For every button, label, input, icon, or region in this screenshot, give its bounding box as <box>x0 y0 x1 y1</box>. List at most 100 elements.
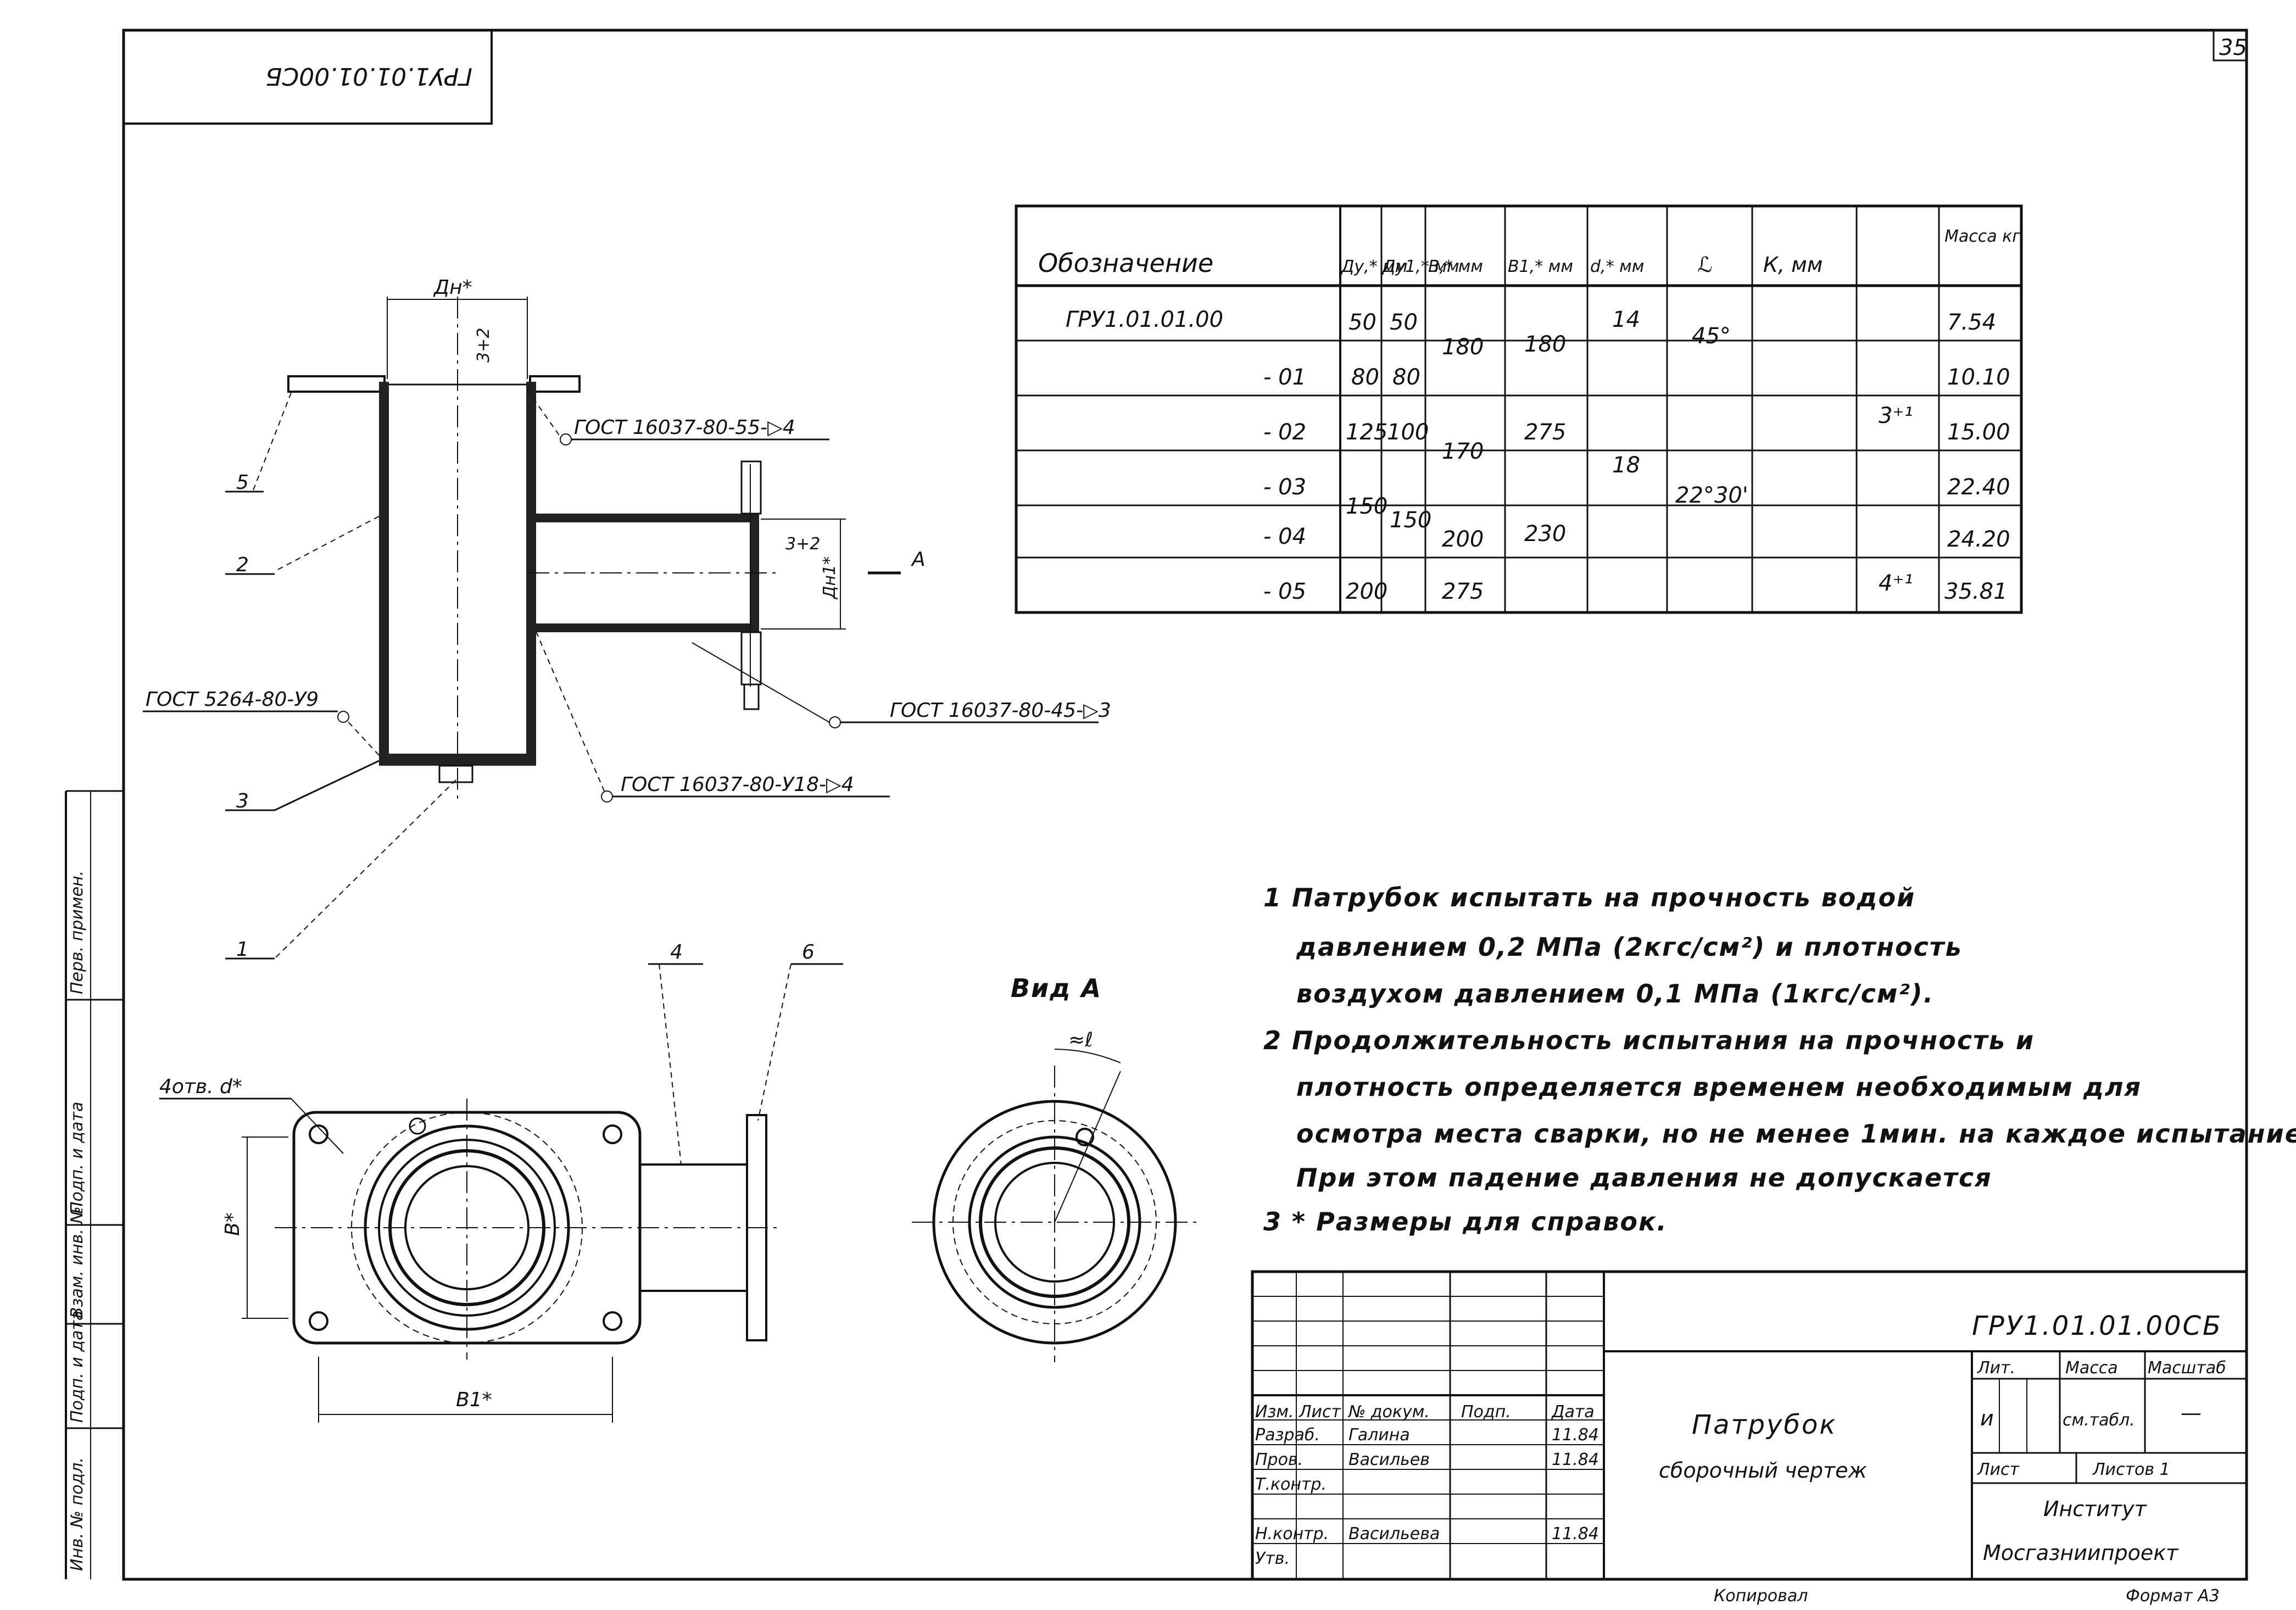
weld-label-1: ГОСТ 16037-80-55-▷4 <box>574 416 795 439</box>
th-code: Обозначение <box>1038 248 1213 278</box>
td-l: 45° <box>1692 324 1731 349</box>
weld-label-3: ГОСТ 16037-80-У18-▷4 <box>621 773 854 796</box>
note-line-1: 1 Патрубок испытать на прочность водой <box>1263 883 1915 912</box>
th-du1: Ду1,* мм <box>1381 257 1459 276</box>
tb-date: 11.84 <box>1552 1425 1599 1445</box>
td-b1: 275 <box>1524 420 1566 445</box>
tb-role: Утв. <box>1255 1549 1290 1568</box>
note-line-7: При этом падение давления не допускается <box>1296 1163 1992 1193</box>
th-du: Ду,* мм <box>1340 257 1408 276</box>
td-b: 275 <box>1442 579 1484 604</box>
callout-5: 5 <box>236 471 249 494</box>
th-k: К, мм <box>1763 253 1823 277</box>
td-code: - 03 <box>1263 475 1306 500</box>
view-a-label: Вид А <box>1011 973 1102 1003</box>
note-line-5: плотность определяется временем необходи… <box>1296 1072 2142 1102</box>
tb-subtitle: сборочный чертеж <box>1659 1458 1867 1483</box>
tb-col-list: Лист <box>1299 1402 1342 1422</box>
footer-copied: Копировал <box>1714 1586 1808 1606</box>
spec-table: Обозначение Ду,* мм Ду1,* мм В,* мм В1,*… <box>1015 204 2023 614</box>
td-du: 150 <box>1346 494 1387 519</box>
dim-tol-top: 3+2 <box>474 328 493 363</box>
note-line-2: давлением 0,2 МПа (2кгс/см²) и плотность <box>1296 932 1963 962</box>
th-d: d,* мм <box>1590 257 1644 276</box>
th-b1: В1,* мм <box>1508 257 1573 276</box>
tb-person: Васильев <box>1348 1450 1430 1469</box>
top-stamp-code: ГРУ1.01.01.00СБ <box>265 62 472 90</box>
note-line-6: осмотра места сварки, но не менее 1мин. … <box>1296 1119 2296 1149</box>
td-du: 200 <box>1346 579 1387 604</box>
tb-scale-hdr: Масштаб <box>2148 1358 2226 1378</box>
tb-scale-val: — <box>2181 1401 2202 1425</box>
td-mass: 22.40 <box>1947 475 2010 500</box>
dim-tol-side: 3+2 <box>785 534 820 554</box>
side-label-5: Инв. № подл. <box>68 1457 87 1571</box>
side-label-2: Подп. и дата <box>68 1102 87 1214</box>
note-line-8: 3 * Размеры для справок. <box>1263 1207 1668 1236</box>
sheet-number: 35 <box>2219 35 2247 60</box>
td-code: - 01 <box>1263 365 1306 390</box>
td-mass: 7.54 <box>1947 310 1996 335</box>
td-d: 14 <box>1612 307 1640 332</box>
th-mass: Масса кг <box>1944 227 2021 246</box>
tb-date: 11.84 <box>1552 1450 1599 1469</box>
side-label-4: Подп. и дата <box>68 1311 87 1423</box>
td-du1: 50 <box>1390 310 1418 335</box>
tb-org-1: Институт <box>2043 1497 2148 1521</box>
dim-alpha: ≈ℓ <box>1068 1029 1093 1051</box>
td-du: 80 <box>1351 365 1379 390</box>
dim-b1: В1* <box>456 1389 492 1411</box>
dim-dn1: Дн1* <box>820 556 839 600</box>
td-b1: 230 <box>1524 521 1566 547</box>
tb-sheets-lbl: Листов 1 <box>2092 1460 2170 1479</box>
tb-person: Галина <box>1348 1425 1410 1445</box>
tb-sheet-lbl: Лист <box>1977 1460 2020 1479</box>
callout-6: 6 <box>802 941 815 963</box>
tb-col-data: Дата <box>1551 1402 1595 1422</box>
side-label-3: Взам. инв. № <box>68 1206 87 1318</box>
td-k: 4⁺¹ <box>1879 571 1913 596</box>
td-k: 3⁺¹ <box>1879 403 1913 428</box>
td-code: - 02 <box>1263 420 1306 445</box>
weld-label-2: ГОСТ 16037-80-45-▷3 <box>890 699 1111 722</box>
td-l: 22°30' <box>1675 483 1748 508</box>
callout-4: 4 <box>670 941 683 963</box>
view-arrow-label: А <box>911 548 926 571</box>
tb-doc-code: ГРУ1.01.01.00СБ <box>1972 1311 2222 1341</box>
footer-format: Формат А3 <box>2126 1586 2220 1606</box>
td-code: ГРУ1.01.01.00 <box>1066 307 1223 332</box>
callout-3: 3 <box>236 790 249 812</box>
td-mass: 10.10 <box>1947 365 2010 390</box>
td-d: 18 <box>1612 453 1640 478</box>
tb-col-podp: Подп. <box>1461 1402 1511 1422</box>
tb-person: Васильева <box>1348 1524 1440 1544</box>
td-b1: 180 <box>1524 332 1566 357</box>
tb-role: Пров. <box>1255 1450 1303 1469</box>
td-mass: 35.81 <box>1944 579 2008 604</box>
tb-col-izm: Изм. <box>1255 1402 1294 1422</box>
tb-mass-hdr: Масса <box>2065 1358 2118 1378</box>
tb-lit-hdr: Лит. <box>1977 1358 2015 1378</box>
td-du1: 150 <box>1390 508 1431 533</box>
technical-notes: 1 Патрубок испытать на прочность водой д… <box>1263 883 2296 1236</box>
note-line-4: 2 Продолжительность испытания на прочнос… <box>1263 1026 2035 1055</box>
tb-col-ndoc: № докум. <box>1347 1402 1430 1422</box>
dim-dn: Дн* <box>433 276 472 299</box>
td-du1: 100 <box>1387 420 1429 445</box>
td-code: - 05 <box>1263 579 1306 604</box>
th-b: В,* мм <box>1428 257 1483 276</box>
title-block: ГРУ1.01.01.00СБ Патрубок сборочный черте… <box>1251 1270 2248 1581</box>
th-l: ℒ <box>1697 253 1712 277</box>
td-mass: 15.00 <box>1947 420 2010 445</box>
td-du: 50 <box>1348 310 1377 335</box>
side-label-1: Перв. примен. <box>68 871 87 994</box>
td-du: 125 <box>1346 420 1387 445</box>
td-du1: 80 <box>1392 365 1420 390</box>
note-line-3: воздухом давлением 0,1 МПа (1кгс/см²). <box>1296 979 1934 1009</box>
tb-date: 11.84 <box>1552 1524 1599 1544</box>
tb-org-2: Мосгазниипроект <box>1983 1541 2179 1565</box>
view-a: Вид А ≈ℓ <box>912 973 1197 1362</box>
td-mass: 24.20 <box>1947 527 2010 552</box>
callout-2: 2 <box>236 554 249 576</box>
